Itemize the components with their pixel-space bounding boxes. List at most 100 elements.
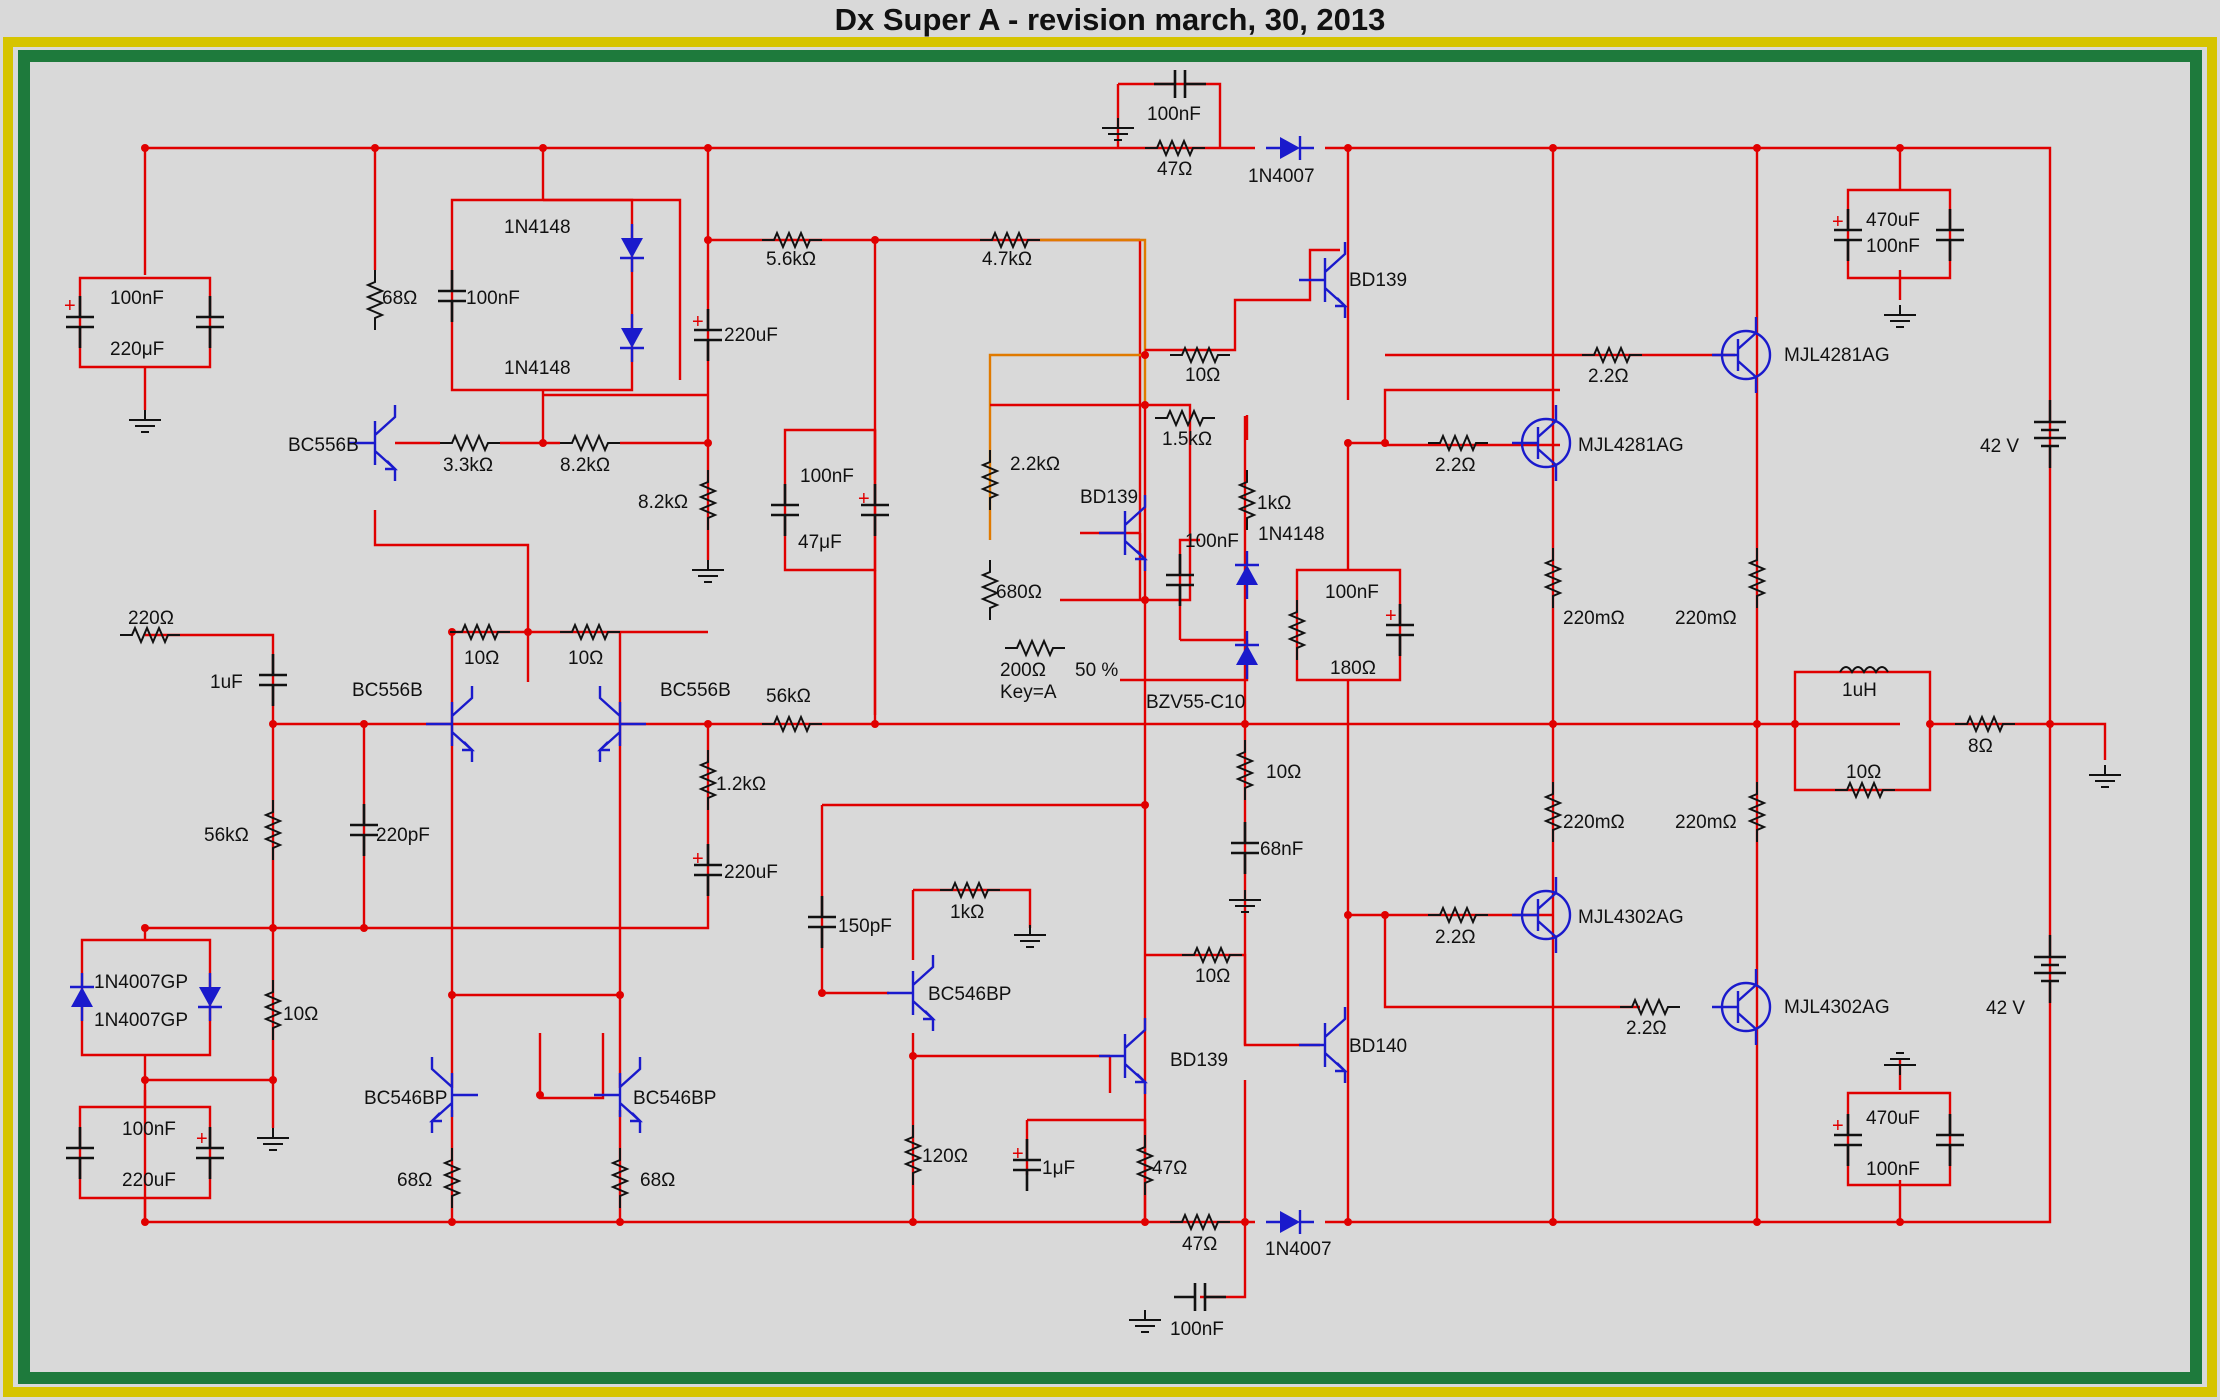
label-c-ps-tl-220u: 220μF <box>110 339 164 360</box>
resistor-10-right <box>559 624 621 640</box>
label-l-1uh: 1uH <box>1842 680 1877 701</box>
label-q-bd139-mid: BD139 <box>1080 487 1138 508</box>
label-q-mjl4281-a: MJL4281AG <box>1578 435 1684 456</box>
label-q-bd140: BD140 <box>1349 1036 1407 1057</box>
label-c-ps-br-100n: 100nF <box>1866 1159 1920 1180</box>
resistor-1k5 <box>1154 410 1216 426</box>
label-r-47-bot: 47Ω <box>1182 1234 1217 1255</box>
svg-text:+: + <box>1832 1115 1844 1137</box>
label-r-56k-in: 56kΩ <box>204 825 249 846</box>
ground-tl <box>128 409 162 433</box>
resistor-5k6 <box>761 232 823 248</box>
resistor-2k2 <box>982 449 998 511</box>
svg-text:+: + <box>692 311 704 333</box>
label-r-22-c: 2.2Ω <box>1435 927 1476 948</box>
label-d-1n4007gp-b: 1N4007GP <box>94 1010 188 1031</box>
label-r-22-a: 2.2Ω <box>1435 455 1476 476</box>
label-r-15k: 1.5kΩ <box>1162 429 1212 450</box>
resistor-220m-c <box>1545 781 1561 843</box>
label-q-bc546-l: BC546BP <box>364 1088 447 1109</box>
diode-1n4148-vbe <box>1233 549 1261 601</box>
label-c-100n-diode: 100nF <box>466 288 520 309</box>
label-r-1k-vbe: 1kΩ <box>1257 493 1291 514</box>
transistor-bd139-top <box>1297 240 1347 320</box>
label-r-220m-b: 220mΩ <box>1675 608 1737 629</box>
label-d-1n4148-vbe: 1N4148 <box>1258 524 1325 545</box>
label-c-ps-br-470u: 470uF <box>1866 1108 1920 1129</box>
svg-text:+: + <box>196 1128 208 1150</box>
label-d-1n4148-b: 1N4148 <box>504 358 571 379</box>
resistor-120 <box>905 1124 921 1186</box>
label-c-68n: 68nF <box>1260 839 1303 860</box>
label-q-mjl4302-b: MJL4302AG <box>1784 997 1890 1018</box>
svg-text:+: + <box>1832 211 1844 233</box>
diode-1n4007-bottom <box>1264 1208 1316 1236</box>
label-r-10-bd: 10Ω <box>1185 365 1220 386</box>
label-c-ps-tr-470u: 470uF <box>1866 210 1920 231</box>
label-q-bd139-top: BD139 <box>1349 270 1407 291</box>
label-r-68-r: 68Ω <box>640 1170 675 1191</box>
frame-inner <box>18 50 2202 1384</box>
label-c-1u-in: 1uF <box>210 672 243 693</box>
label-r-10-bd140: 10Ω <box>1195 966 1230 987</box>
label-r-10-out: 10Ω <box>1846 762 1881 783</box>
label-c-220u-fb: 220uF <box>724 862 778 883</box>
resistor-2r2-b <box>1581 347 1643 363</box>
label-r-47-vas: 47Ω <box>1152 1158 1187 1179</box>
label-v-bot: 42 V <box>1986 998 2025 1019</box>
label-r-120: 120Ω <box>922 1146 968 1167</box>
label-c-100n-vbe: 100nF <box>1185 531 1239 552</box>
resistor-10-zobel <box>1237 739 1253 801</box>
transistor-bc546-vas <box>885 953 935 1033</box>
label-c-ps-bl-220u: 220uF <box>122 1170 176 1191</box>
resistor-2r2-a <box>1427 435 1489 451</box>
resistor-1k-vas <box>939 882 1001 898</box>
label-r-22-b: 2.2Ω <box>1588 366 1629 387</box>
resistor-220-in <box>119 627 181 643</box>
label-q-mjl4302-a: MJL4302AG <box>1578 907 1684 928</box>
label-r-33k: 3.3kΩ <box>443 455 493 476</box>
components: +++++++++ <box>64 68 2122 1333</box>
label-r-220m-a: 220mΩ <box>1563 608 1625 629</box>
label-r-10-l: 10Ω <box>464 648 499 669</box>
resistor-2r2-c <box>1427 907 1489 923</box>
resistor-10-output <box>1834 782 1896 798</box>
label-c-47u: 47μF <box>798 532 842 553</box>
label-q-bc546-r: BC546BP <box>633 1088 716 1109</box>
frame-outer <box>3 37 2217 1397</box>
resistor-68 <box>367 269 383 331</box>
label-r-68: 68Ω <box>382 288 417 309</box>
junctions <box>141 144 2054 1226</box>
label-pot-key: Key=A <box>1000 682 1057 703</box>
label-c-ps-bl-100n: 100nF <box>122 1119 176 1140</box>
resistor-47-bottom <box>1169 1214 1231 1230</box>
label-r-10-zob: 10Ω <box>1266 762 1301 783</box>
transistor-mjl4302-b <box>1710 967 1772 1047</box>
ground-load <box>2088 764 2122 788</box>
diode-1n4007gp-b <box>196 971 224 1023</box>
transistor-bd140 <box>1297 1005 1347 1085</box>
svg-text:+: + <box>1012 1143 1024 1165</box>
resistor-8k2-vert <box>700 469 716 531</box>
label-pot-pct: 50 % <box>1075 660 1118 681</box>
label-d-bot: 1N4007 <box>1265 1239 1332 1260</box>
resistor-68-left <box>444 1147 460 1209</box>
resistor-220m-b <box>1749 547 1765 609</box>
label-c-100n-boot: 100nF <box>1325 582 1379 603</box>
ground-tr <box>1883 304 1917 328</box>
svg-text:+: + <box>692 848 704 870</box>
label-pot-200: 200Ω <box>1000 660 1046 681</box>
label-r-top-47: 47Ω <box>1157 159 1192 180</box>
label-d-1n4007gp-a: 1N4007GP <box>94 972 188 993</box>
label-c-100n-47u-a: 100nF <box>800 466 854 487</box>
resistor-56k-in <box>265 799 281 861</box>
label-r-10-gnd: 10Ω <box>283 1004 318 1025</box>
transistor-bd139-low <box>1097 1016 1147 1096</box>
label-r-220m-d: 220mΩ <box>1675 812 1737 833</box>
potentiometer-200 <box>1004 640 1066 656</box>
resistor-220m-a <box>1545 547 1561 609</box>
resistor-68-right <box>612 1147 628 1209</box>
resistor-10-gnd <box>265 979 281 1041</box>
diode-1n4007gp-a <box>68 971 96 1023</box>
